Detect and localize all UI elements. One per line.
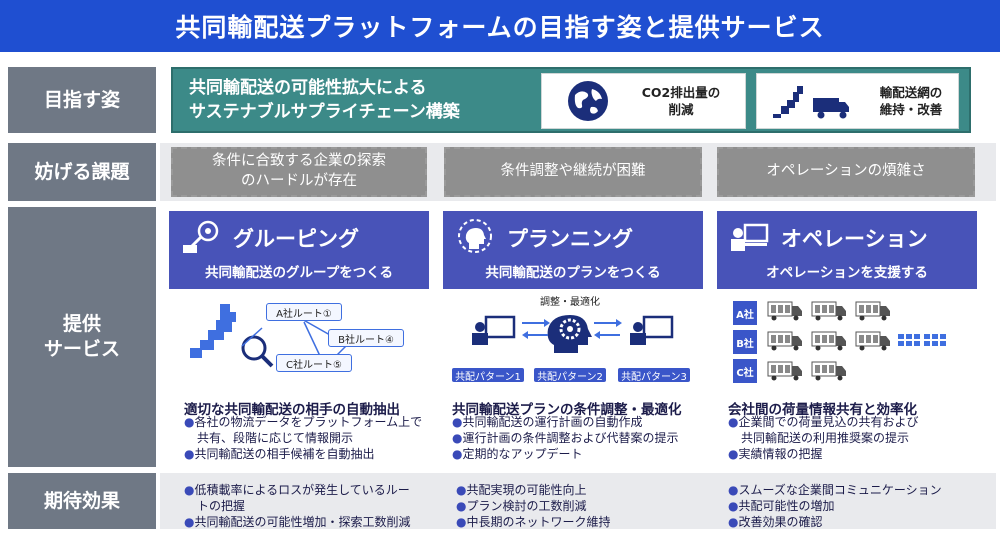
vision-line2: サステナブルサプライチェーン構築 <box>189 101 460 122</box>
effect-planning-3: 中長期のネットワーク維持 <box>466 515 611 530</box>
bullet-dot: ● <box>452 447 463 462</box>
co2-label-line2: 削減 <box>668 101 694 117</box>
operation-bullet2: 実績情報の把握 <box>738 447 823 462</box>
effect-operation-1: スムーズな企業間コミュニケーション <box>738 483 942 497</box>
issue1-line1: 条件に合致する企業の探索 <box>212 153 386 170</box>
effect-grouping-2: 共同輸配送の可能性増加・探索工数削減 <box>194 515 411 530</box>
globe-icon <box>568 81 608 121</box>
effect-planning-2: プラン検討の工数削減 <box>466 499 587 514</box>
bullet-dot: ● <box>728 499 739 514</box>
effect-operation-2: 共配可能性の増加 <box>738 499 835 514</box>
bullet-dot: ● <box>456 483 467 497</box>
co2-label: CO2排出量の 削減 <box>636 85 726 119</box>
operation-subtitle: オペレーションを支援する <box>766 265 928 281</box>
japan-map-search-icon <box>190 304 274 368</box>
service-grouping-card: グルーピング 共同輸配送のグループをつくる <box>169 211 429 289</box>
planning-bullet2: 運行計画の条件調整および代替案の提示 <box>462 431 679 446</box>
service-planning-card: プランニング 共同輸配送のプランをつくる <box>443 211 703 289</box>
network-label-line2: 維持・改善 <box>879 101 943 117</box>
planning-bullets: ●共同輸配送の運行計画の自動作成 ●運行計画の条件調整および代替案の提示 ●定期… <box>452 414 679 463</box>
effects-planning: ●共配実現の可能性向上 ●プラン検討の工数削減 ●中長期のネットワーク維持 <box>456 482 611 531</box>
route-b-pill: B社ルート④ <box>328 329 404 347</box>
page-title: 共同輸配送プラットフォームの目指す姿と提供サービス <box>0 0 1000 52</box>
vision-banner: 共同輸配送の可能性拡大による サステナブルサプライチェーン構築 CO2排出量の … <box>171 67 971 133</box>
grouping-bullets: ●各社の物流データをプラットフォーム上で 共有、段階に応じて情報開示 ●共同輸配… <box>184 414 422 463</box>
planning-bullet1: 共同輸配送の運行計画の自動作成 <box>462 415 643 429</box>
operator-monitor-icon <box>731 223 769 251</box>
operation-title: 会社間の荷量情報共有と効率化 <box>728 402 917 418</box>
effect-grouping-1-cont: トの把握 <box>197 499 246 514</box>
planning-name: プランニング <box>507 227 633 251</box>
japan-truck-icon <box>773 86 849 119</box>
network-label-line1: 輸配送網の <box>879 85 943 100</box>
vision-statement: 共同輸配送の可能性拡大による サステナブルサプライチェーン構築 <box>189 77 460 125</box>
grouping-icon <box>183 220 219 253</box>
grouping-subtitle: 共同輸配送のグループをつくる <box>205 265 393 281</box>
bullet-dot: ● <box>184 515 195 530</box>
vision-line1: 共同輸配送の可能性拡大による <box>189 78 427 98</box>
optimize-label: 調整・最適化 <box>540 297 600 308</box>
pattern1-pill: 共配パターン1 <box>452 368 524 383</box>
pattern3-pill: 共配パターン3 <box>618 368 690 383</box>
company-a-badge: A社 <box>733 301 757 325</box>
bullet-dot: ● <box>728 515 739 530</box>
effect-grouping-1: 低積載率によるロスが発生しているルー <box>194 483 410 497</box>
planning-subtitle: 共同輸配送のプランをつくる <box>485 265 661 281</box>
bullet-dot: ● <box>456 499 467 514</box>
planning-head-icon <box>458 219 492 253</box>
issue1-line2: のハードルが存在 <box>241 173 357 189</box>
grouping-title: 適切な共同輸配送の相手の自動抽出 <box>184 402 400 418</box>
bullet-dot: ● <box>184 415 195 429</box>
bullet-dot: ● <box>728 415 739 429</box>
bullet-dot: ● <box>728 483 739 497</box>
bullet-dot: ● <box>456 515 467 530</box>
pattern2-pill: 共配パターン2 <box>534 368 606 383</box>
route-c-pill: C社ルート⑤ <box>276 354 352 372</box>
bullet-dot: ● <box>452 431 463 446</box>
effects-row-background <box>160 473 996 529</box>
issue-search-hurdle: 条件に合致する企業の探索 のハードルが存在 <box>171 147 427 197</box>
effect-planning-1: 共配実現の可能性向上 <box>466 483 587 497</box>
operation-bullet1: 企業間での荷量見込の共有および <box>738 415 919 429</box>
network-label: 輸配送網の 維持・改善 <box>869 85 953 119</box>
row-label-services-line2: サービス <box>43 338 120 360</box>
service-operation-card: オペレーション オペレーションを支援する <box>717 211 977 289</box>
grouping-bullet1-cont: 共有、段階に応じて情報開示 <box>197 431 354 446</box>
bullet-dot: ● <box>452 415 463 429</box>
bullet-dot: ● <box>184 447 195 462</box>
operation-bullets: ●企業間での荷量見込の共有および 共同輸配送の利用推奨案の提示 ●実績情報の把握 <box>728 414 919 463</box>
effects-grouping: ●低積載率によるロスが発生しているルー トの把握 ●共同輸配送の可能性増加・探索… <box>184 482 411 531</box>
route-a-pill: A社ルート① <box>266 303 342 321</box>
effect-operation-3: 改善効果の確認 <box>738 515 823 530</box>
grouping-bullet2: 共同輸配送の相手候補を自動抽出 <box>194 447 375 462</box>
planning-optimization-diagram <box>472 315 674 353</box>
bullet-dot: ● <box>184 483 195 497</box>
row-label-services: 提供 サービス <box>8 207 156 467</box>
bullet-dot: ● <box>728 447 739 462</box>
row-label-vision: 目指す姿 <box>8 67 156 133</box>
planning-bullet3: 定期的なアップデート <box>462 447 583 462</box>
operation-name: オペレーション <box>781 227 928 251</box>
row-label-effects: 期待効果 <box>8 473 156 529</box>
company-c-badge: C社 <box>733 359 757 383</box>
trucks-illustration <box>767 301 946 381</box>
vision-card-co2: CO2排出量の 削減 <box>541 73 746 129</box>
co2-label-line1: CO2排出量の <box>641 85 721 100</box>
vision-card-network: 輸配送網の 維持・改善 <box>756 73 959 129</box>
row-label-issues: 妨げる課題 <box>8 143 156 201</box>
row-label-services-line1: 提供 <box>62 313 101 336</box>
planning-title: 共同輸配送プランの条件調整・最適化 <box>452 402 682 418</box>
issue-operation: オペレーションの煩雑さ <box>717 147 975 197</box>
grouping-bullet1: 各社の物流データをプラットフォーム上で <box>194 415 423 429</box>
operation-bullet1-cont: 共同輸配送の利用推奨案の提示 <box>741 431 910 446</box>
issue-adjustment: 条件調整や継続が困難 <box>444 147 702 197</box>
grouping-name: グルーピング <box>233 227 359 251</box>
company-b-badge: B社 <box>733 330 757 354</box>
effects-operation: ●スムーズな企業間コミュニケーション ●共配可能性の増加 ●改善効果の確認 <box>728 482 942 531</box>
